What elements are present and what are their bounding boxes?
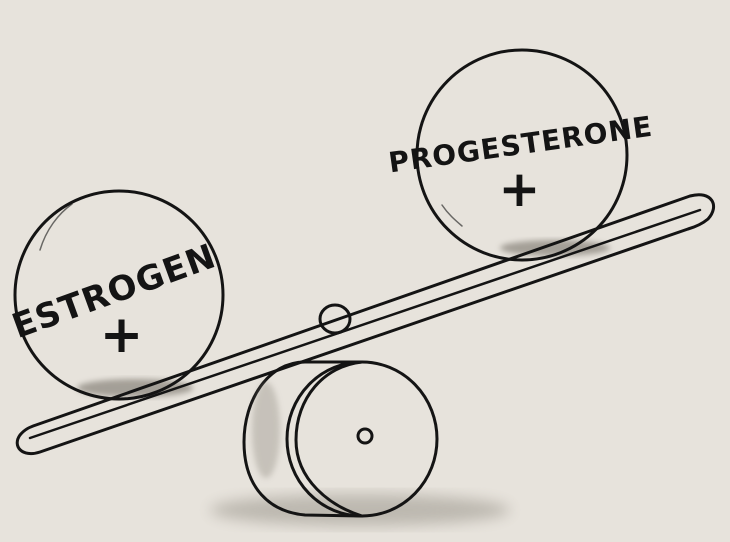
wheel-shade xyxy=(252,382,280,478)
pivot-bolt xyxy=(318,303,352,335)
seesaw-plank xyxy=(15,193,715,455)
right-ball-plus-sign: + xyxy=(499,160,542,218)
right-ball-highlight xyxy=(441,204,463,227)
wheel-face xyxy=(285,360,439,518)
wheel-hub xyxy=(356,427,374,445)
fulcrum-wheel xyxy=(242,360,439,518)
left-ball-circle xyxy=(13,189,225,401)
left-ball-highlight xyxy=(39,203,73,251)
right-ball-circle xyxy=(415,48,629,262)
ground-shadow xyxy=(210,494,510,526)
plank-edge-line xyxy=(28,208,702,440)
left-ball: ESTROGEN + xyxy=(7,189,225,401)
left-ball-plus-sign: + xyxy=(100,305,145,365)
plank-body xyxy=(15,193,715,455)
right-ball: PROGESTERONE + xyxy=(387,48,655,262)
